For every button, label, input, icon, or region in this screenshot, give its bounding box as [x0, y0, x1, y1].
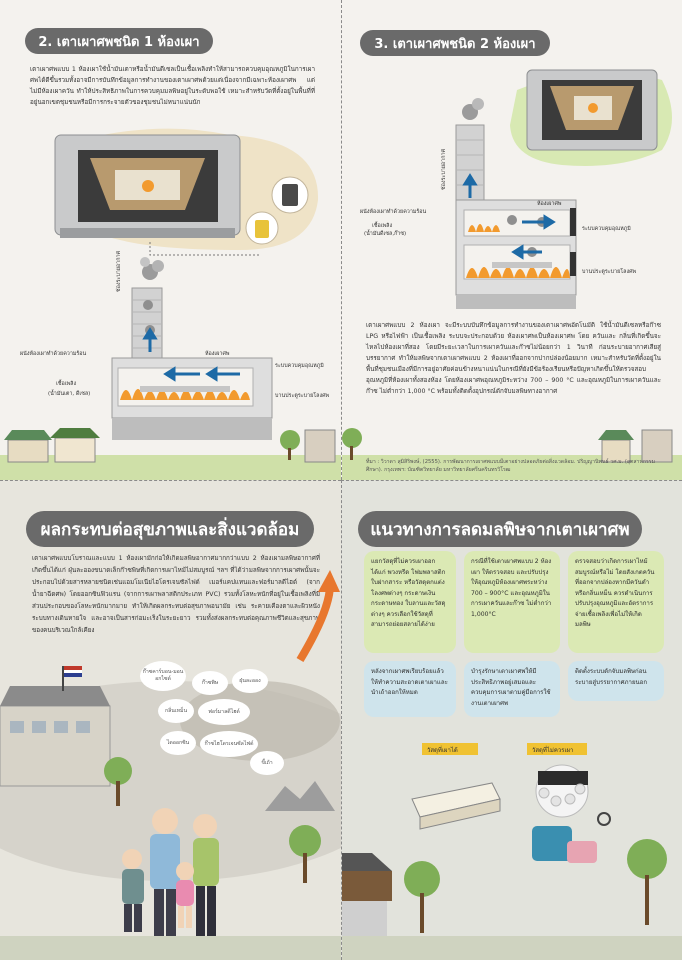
bubble-odor: กลิ่นเหม็น [158, 699, 194, 723]
label-chamber: ห้องเผาศพ [205, 351, 230, 357]
label-wall: ผนังห้องเผาทำด้วยความร้อน [20, 351, 87, 357]
section-title-health-impact: ผลกระทบต่อสุขภาพและสิ่งแวดล้อม [26, 511, 314, 547]
label-fuel-sub: (น้ำมันเตา, ดีเซล) [48, 391, 91, 397]
tip-box-5: บำรุงรักษาเตาเผาศพให้มีประสิทธิภาพอยู่เส… [464, 661, 560, 717]
label-door: บานประตูระบายโลงศพ [275, 393, 330, 399]
source-note: ที่มา : วิวาดา สุมิสิริพงษ์, (2555). การ… [366, 459, 656, 473]
tip-box-3: ตรวจสอบว่าเกิดการเผาไหม้สมบูรณ์หรือไม่ โ… [568, 551, 664, 653]
double-chamber-scenery [342, 428, 682, 480]
bubble-h2s: ก๊าซไฮโดรเจนซัลไฟด์ [200, 731, 258, 757]
bubble-dust: ฝุ่นละออง [232, 669, 268, 693]
health-impact-body: เตาเผาศพแบบโบราณและแบบ 1 ห้องเผามักก่อให… [32, 555, 320, 634]
tip-box-2: กรณีที่ใช้เตาเผาศพแบบ 2 ห้องเผา ให้ตรวจส… [464, 551, 560, 653]
single-chamber-body: เตาเผาศพแบบ 1 ห้องเผาใช้น้ำมันเตาหรือน้ำ… [30, 66, 315, 106]
label-fuel-2: เชื้อเพลิง [372, 223, 393, 229]
section-title-double-chamber: 3. เตาเผาศพชนิด 2 ห้องเผา [360, 30, 550, 56]
label-chamber-2: ห้องเผาศพ [537, 201, 562, 207]
tag-should-not-burn: วัสดุที่ไม่ควรเผา [532, 747, 574, 754]
double-chamber-kiln-illustration [455, 69, 672, 309]
double-chamber-body: เตาเผาศพแบบ 2 ห้องเผา จะมีระบบบันทึกข้อม… [366, 322, 661, 395]
label-fuel-sub-2: (น้ำมันดีเซล,ก๊าซ) [364, 231, 407, 237]
tag-can-burn: วัสดุที่เผาได้ [427, 747, 458, 754]
tip-box-1: แยกวัสดุที่ไม่ควรเผาออกได้แก่ พวงหรีด โฟ… [364, 551, 456, 653]
label-chimney: ช่องระบายอากาศ [116, 251, 122, 292]
bubble-co: ก๊าซคาร์บอน-มอนอกไซด์ [140, 661, 186, 691]
bubble-toxic-gas: ก๊าซพิษ [192, 671, 228, 695]
section-title-single-chamber: 2. เตาเผาศพชนิด 1 ห้องเผา [25, 28, 213, 54]
single-chamber-kiln-illustration [0, 128, 341, 480]
label-wall-2: ผนังห้องเผาทำด้วยความร้อน [360, 209, 427, 215]
panel-pollution-reduction: แนวทางการลดมลพิษจากเตาเผาศพ แยกวัสดุที่ไ… [341, 480, 682, 960]
panel-single-chamber: 2. เตาเผาศพชนิด 1 ห้องเผา เตาเผาศพแบบ 1 … [0, 0, 341, 480]
bubble-formaldehyde: ฟอร์มาลดีไฮด์ [198, 699, 250, 725]
bubble-ash: ขี้เถ้า [250, 751, 284, 775]
section-title-pollution-reduction: แนวทางการลดมลพิษจากเตาเผาศพ [358, 511, 642, 547]
label-fuel: เชื้อเพลิง [56, 381, 77, 387]
label-sensor-2: ระบบควบคุมอุณหภูมิ [582, 226, 631, 232]
panel-double-chamber: 3. เตาเผาศพชนิด 2 ห้องเผา ช่องระบายอากาศ… [341, 0, 682, 480]
pollution-reduction-illustration [342, 743, 682, 960]
family-figures [122, 808, 219, 939]
tip-box-6: ติดตั้งระบบดักจับมลพิษก่อนระบายสู่บรรยาก… [568, 661, 664, 701]
label-door-2: บานประตูระบายโลงศพ [582, 269, 637, 275]
panel-health-impact: ผลกระทบต่อสุขภาพและสิ่งแวดล้อม เตาเผาศพแ… [0, 480, 341, 960]
tip-box-4: หลังจากเผาศพเรียบร้อยแล้วให้ทำความสะอาดเ… [364, 661, 456, 717]
label-sensor: ระบบควบคุมอุณหภูมิ [275, 363, 324, 369]
bubble-dioxin: ไดออกซิน [160, 731, 196, 755]
